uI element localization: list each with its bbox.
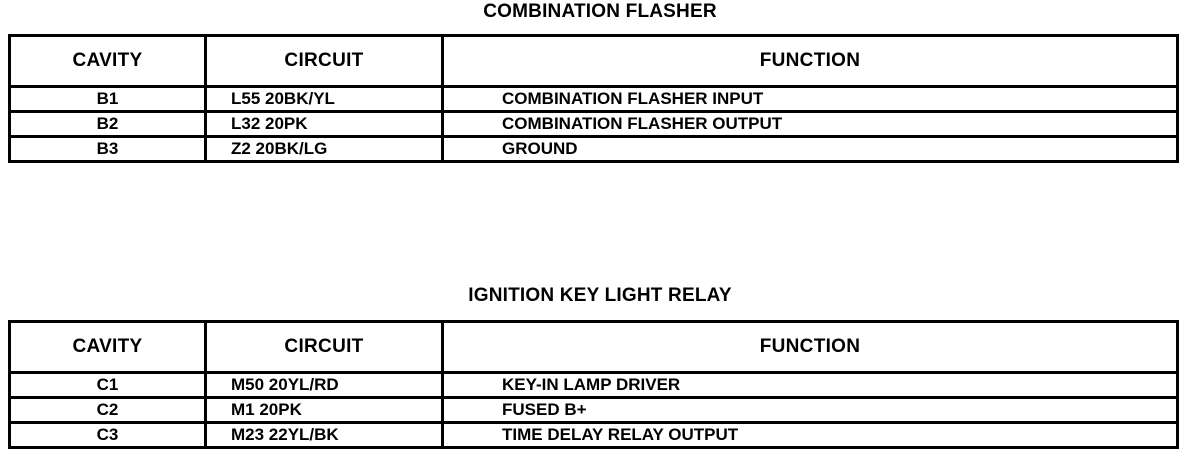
cell-function: TIME DELAY RELAY OUTPUT <box>441 421 1179 449</box>
table-row: B1 L55 20BK/YL COMBINATION FLASHER INPUT <box>8 85 1179 113</box>
cell-cavity: B3 <box>8 135 207 163</box>
connector-pinout-table: CAVITY CIRCUIT FUNCTION B1 L55 20BK/YL C… <box>8 34 1179 163</box>
cell-function: KEY-IN LAMP DRIVER <box>441 371 1179 399</box>
table-body: B1 L55 20BK/YL COMBINATION FLASHER INPUT… <box>8 85 1179 163</box>
table-header-row: CAVITY CIRCUIT FUNCTION <box>8 320 1179 374</box>
column-header-circuit: CIRCUIT <box>204 320 444 374</box>
table-header: CAVITY CIRCUIT FUNCTION <box>8 320 1179 374</box>
cell-cavity: C1 <box>8 371 207 399</box>
cell-cavity: C2 <box>8 396 207 424</box>
column-header-cavity: CAVITY <box>8 34 207 88</box>
cell-function: COMBINATION FLASHER INPUT <box>441 85 1179 113</box>
cell-circuit: M1 20PK <box>204 396 444 424</box>
section-title: IGNITION KEY LIGHT RELAY <box>468 285 732 306</box>
table-header-row: CAVITY CIRCUIT FUNCTION <box>8 34 1179 88</box>
column-header-circuit: CIRCUIT <box>204 34 444 88</box>
cell-circuit: M50 20YL/RD <box>204 371 444 399</box>
section-combination-flasher: COMBINATION FLASHER CAVITY CIRCUIT FUNCT… <box>0 0 1200 163</box>
column-header-function: FUNCTION <box>441 34 1179 88</box>
table-row: B3 Z2 20BK/LG GROUND <box>8 135 1179 163</box>
cell-circuit: Z2 20BK/LG <box>204 135 444 163</box>
cell-circuit: M23 22YL/BK <box>204 421 444 449</box>
cell-cavity: C3 <box>8 421 207 449</box>
section-ignition-key-light-relay: IGNITION KEY LIGHT RELAY CAVITY CIRCUIT … <box>0 284 1200 449</box>
table-row: C2 M1 20PK FUSED B+ <box>8 396 1179 424</box>
table-row: B2 L32 20PK COMBINATION FLASHER OUTPUT <box>8 110 1179 138</box>
table-body: C1 M50 20YL/RD KEY-IN LAMP DRIVER C2 M1 … <box>8 371 1179 449</box>
table-row: C1 M50 20YL/RD KEY-IN LAMP DRIVER <box>8 371 1179 399</box>
connector-pinout-table: CAVITY CIRCUIT FUNCTION C1 M50 20YL/RD K… <box>8 320 1179 449</box>
section-title: COMBINATION FLASHER <box>483 1 717 22</box>
column-header-function: FUNCTION <box>441 320 1179 374</box>
table-header: CAVITY CIRCUIT FUNCTION <box>8 34 1179 88</box>
cell-function: GROUND <box>441 135 1179 163</box>
cell-function: COMBINATION FLASHER OUTPUT <box>441 110 1179 138</box>
cell-circuit: L55 20BK/YL <box>204 85 444 113</box>
table-row: C3 M23 22YL/BK TIME DELAY RELAY OUTPUT <box>8 421 1179 449</box>
cell-cavity: B2 <box>8 110 207 138</box>
cell-function: FUSED B+ <box>441 396 1179 424</box>
cell-circuit: L32 20PK <box>204 110 444 138</box>
cell-cavity: B1 <box>8 85 207 113</box>
column-header-cavity: CAVITY <box>8 320 207 374</box>
